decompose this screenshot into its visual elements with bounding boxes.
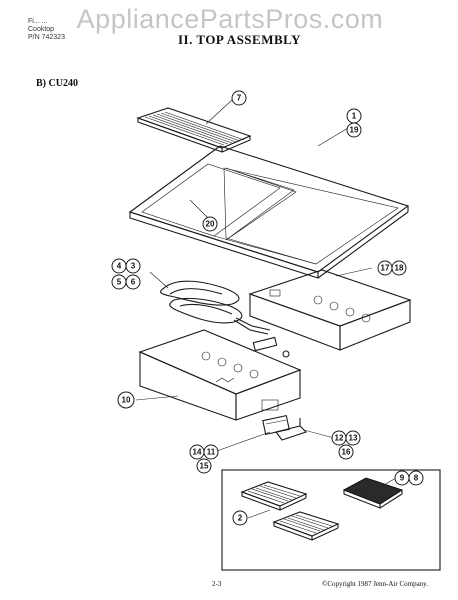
svg-text:15: 15 <box>200 462 209 471</box>
callout-8: 8 <box>408 470 424 486</box>
callout-17: 17 <box>377 260 393 276</box>
subsection-label: B) CU240 <box>36 78 78 89</box>
lower-pan-part <box>138 329 302 421</box>
callout-11: 11 <box>203 444 219 460</box>
product-label: Cooktop <box>28 26 55 33</box>
model-line: Fi... ... <box>28 18 48 25</box>
griddle-part <box>342 477 404 509</box>
callout-14: 14 <box>189 444 205 460</box>
svg-text:1: 1 <box>352 112 357 121</box>
callout-19-top: 19 <box>346 122 362 138</box>
svg-text:19: 19 <box>350 126 359 135</box>
svg-text:10: 10 <box>122 396 131 405</box>
callout-5: 5 <box>111 274 127 290</box>
svg-text:14: 14 <box>193 448 202 457</box>
top-frame-part <box>128 145 410 279</box>
callout-4: 4 <box>111 258 127 274</box>
upper-pan-part <box>248 269 412 351</box>
callout-2: 2 <box>232 510 248 526</box>
svg-text:2: 2 <box>238 514 243 523</box>
grille-plate-part <box>240 481 340 541</box>
callout-18: 18 <box>391 260 407 276</box>
callout-1: 1 <box>346 108 362 124</box>
svg-text:12: 12 <box>335 434 344 443</box>
callout-7: 7 <box>231 90 247 106</box>
svg-text:20: 20 <box>206 220 215 229</box>
callout-10: 10 <box>117 391 135 409</box>
svg-text:18: 18 <box>395 264 404 273</box>
svg-text:8: 8 <box>414 474 419 483</box>
grille-part <box>136 107 252 153</box>
bracket-part <box>275 418 308 441</box>
callout-13: 13 <box>345 430 361 446</box>
svg-text:6: 6 <box>131 278 136 287</box>
svg-text:7: 7 <box>237 94 242 103</box>
svg-text:5: 5 <box>117 278 122 287</box>
callout-3: 3 <box>125 258 141 274</box>
callout-15: 15 <box>196 458 212 474</box>
heating-element-part <box>160 280 290 358</box>
section-title: II. TOP ASSEMBLY <box>178 32 302 47</box>
page-number: 2-3 <box>212 580 222 588</box>
svg-text:4: 4 <box>117 262 122 271</box>
callout-12: 12 <box>331 430 347 446</box>
callout-20: 20 <box>202 216 218 232</box>
callout-9: 9 <box>394 470 410 486</box>
svg-text:16: 16 <box>342 448 351 457</box>
svg-text:9: 9 <box>400 474 405 483</box>
part-number: P/N 742323 <box>28 34 65 41</box>
accessory-box <box>221 469 441 571</box>
callout-16: 16 <box>338 444 354 460</box>
svg-text:3: 3 <box>131 262 136 271</box>
callout-6: 6 <box>125 274 141 290</box>
svg-text:13: 13 <box>349 434 358 443</box>
svg-text:11: 11 <box>207 448 216 457</box>
watermark: AppliancePartsPros.com <box>76 4 384 34</box>
svg-text:17: 17 <box>381 264 390 273</box>
copyright-notice: ©Copyright 1987 Jenn-Air Company. <box>322 580 428 588</box>
